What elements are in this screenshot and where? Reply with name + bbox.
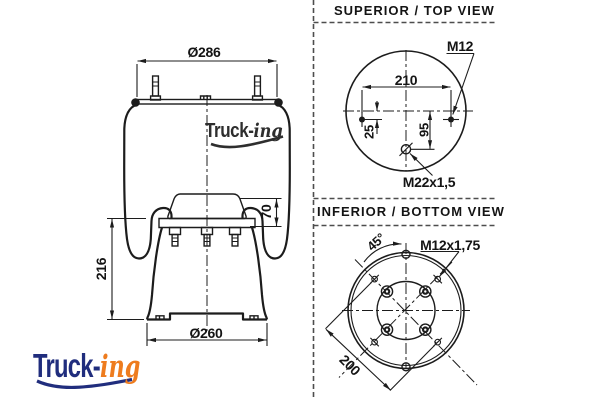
brand-logo-swoosh <box>36 377 133 389</box>
dim-label-stud-offset: 25 <box>361 125 377 139</box>
dim-label-base-diameter: Ø260 <box>189 325 223 341</box>
dim-label-port-offset: 95 <box>416 123 432 137</box>
side-view-drawing <box>107 58 291 346</box>
dim-label-total-height: 216 <box>93 257 109 281</box>
watermark-logo-text-1: Truck- <box>205 120 254 142</box>
watermark-logo: Truck-ing <box>205 121 283 141</box>
brand-logo-text-1: Truck- <box>33 347 101 384</box>
thread-label-m12: M12 <box>446 38 474 54</box>
bottom-view-drawing <box>325 241 478 391</box>
thread-label-m22: M22x1,5 <box>402 174 456 190</box>
brand-logo: Truck-ing <box>33 349 140 383</box>
top-view-title: SUPERIOR / TOP VIEW <box>334 3 495 18</box>
panel-borders <box>312 0 496 400</box>
dim-label-top-diameter: Ø286 <box>187 44 221 60</box>
dim-label-stud-spacing: 210 <box>394 72 418 88</box>
thread-label-m12x175: M12x1,75 <box>420 237 480 253</box>
top-view-drawing <box>343 50 475 176</box>
brand-logo-text-2: ing <box>99 349 141 385</box>
bottom-view-title: INFERIOR / BOTTOM VIEW <box>317 204 505 219</box>
dim-label-bumper-height: 70 <box>258 204 274 220</box>
watermark-logo-text-2: ing <box>253 120 283 142</box>
